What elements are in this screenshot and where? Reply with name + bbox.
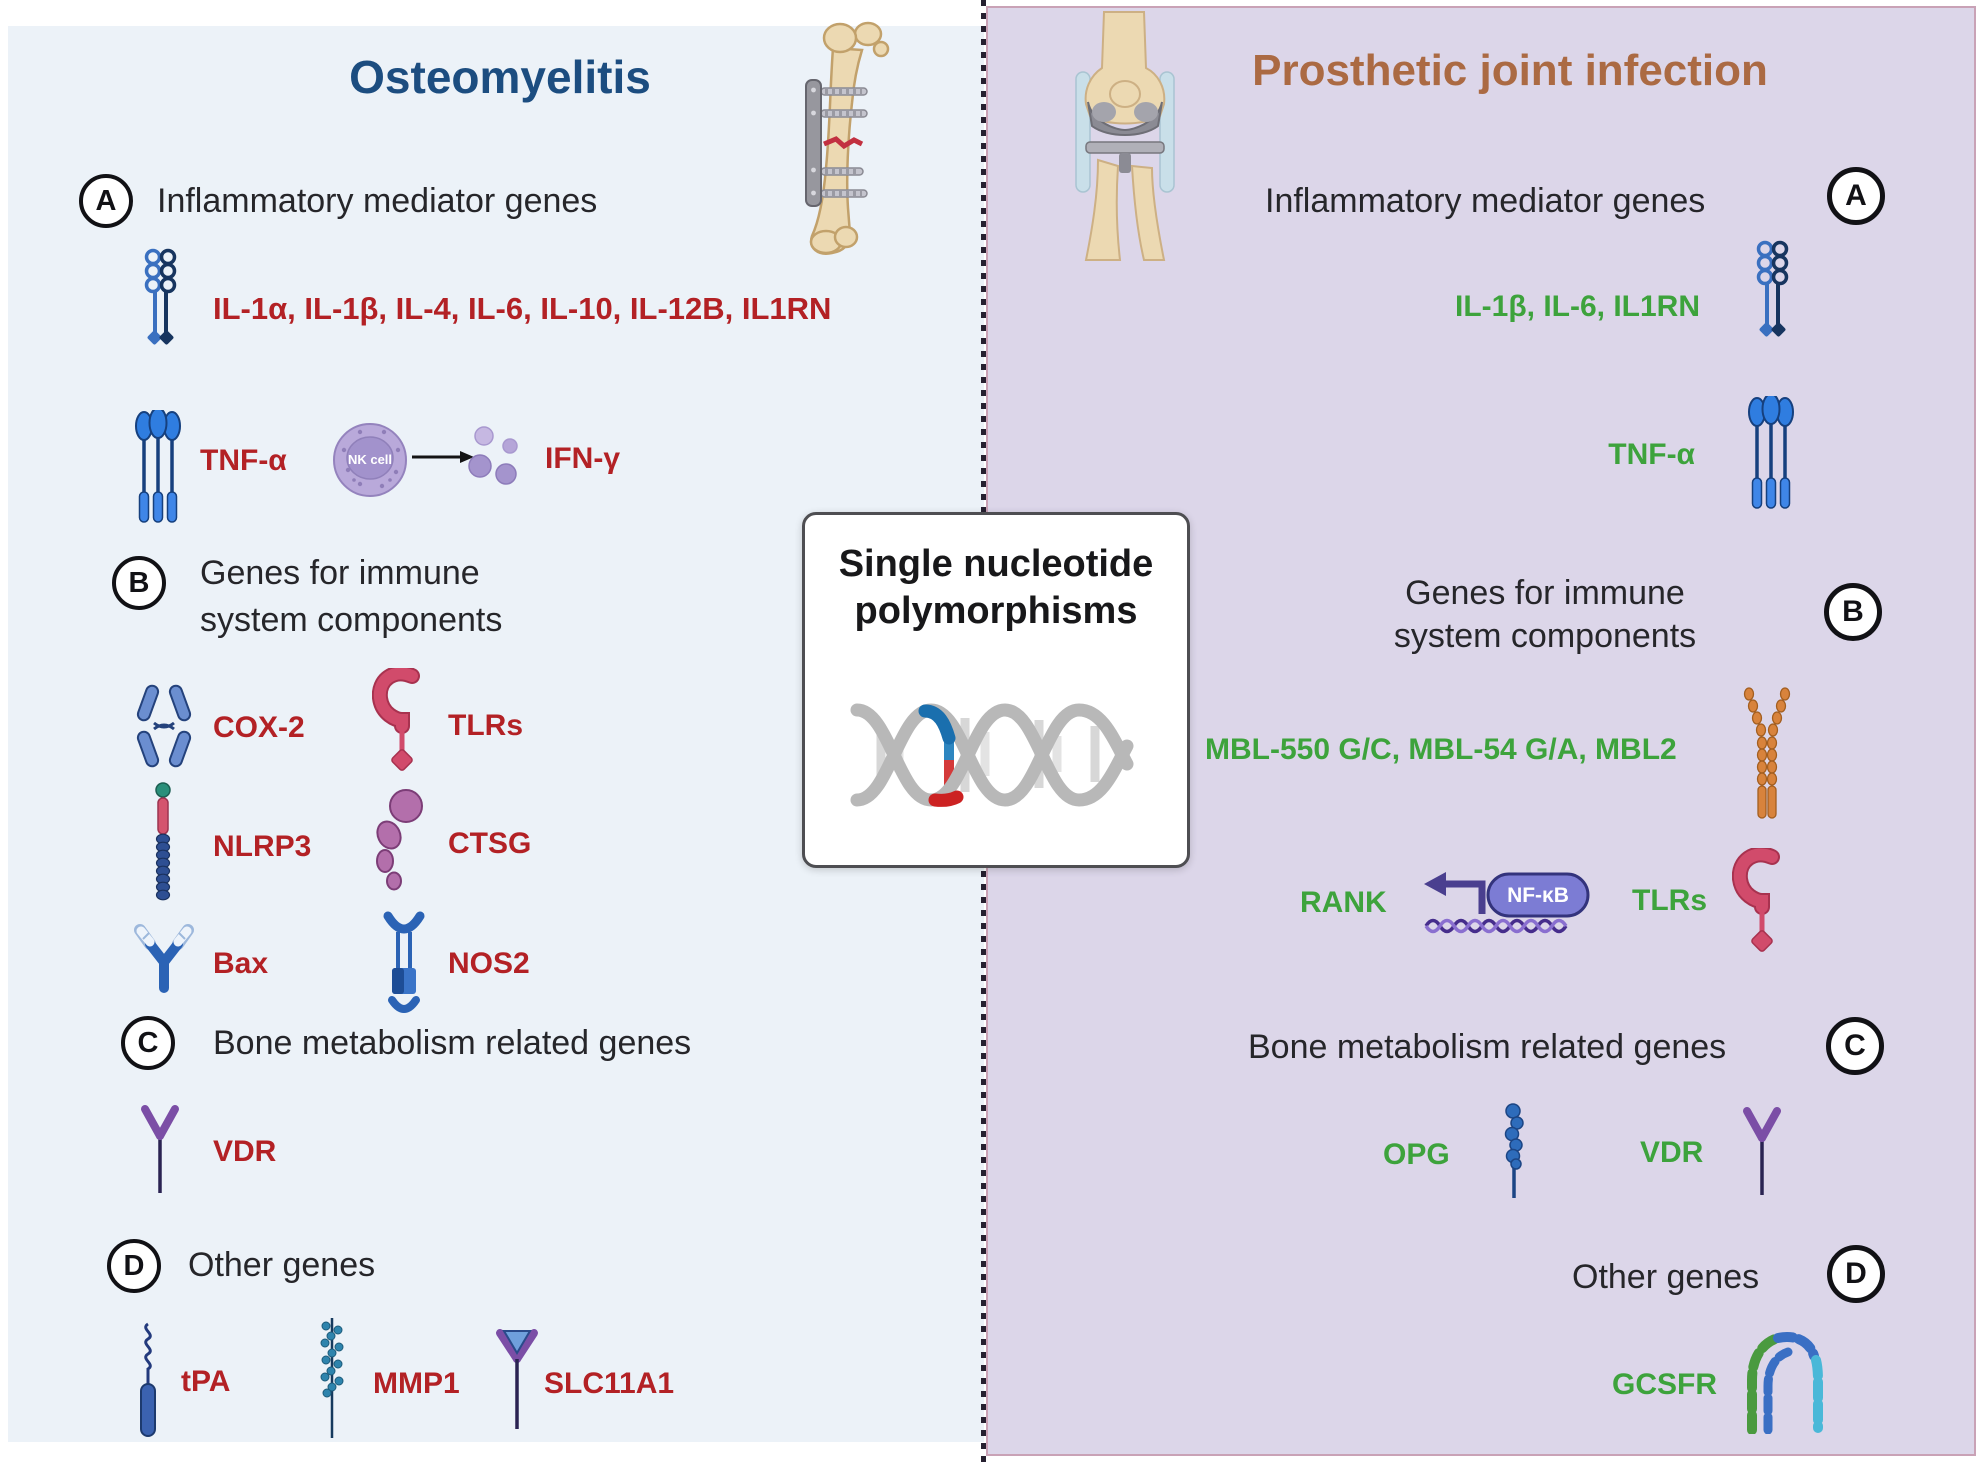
il-receptor-icon <box>1756 240 1789 337</box>
nfkb-promoter-icon: NF-κB <box>1424 872 1590 934</box>
tnf-receptor-icon <box>1748 396 1794 509</box>
left-slc11a1-label: SLC11A1 <box>544 1367 675 1400</box>
left-cox2-label: COX-2 <box>213 711 305 744</box>
section-c-right-label: Bone metabolism related genes <box>1248 1028 1727 1066</box>
gcsfr-receptor-icon <box>1747 1332 1823 1434</box>
snp-center-box: Single nucleotide polymorphisms <box>802 512 1190 868</box>
fractured-bone-plate-icon <box>805 21 890 255</box>
right-gcsfr-label: GCSFR <box>1612 1368 1717 1401</box>
right-mbl-genes: MBL-550 G/C, MBL-54 G/A, MBL2 <box>1205 733 1677 766</box>
section-a-left-badge: A <box>79 174 133 228</box>
right-panel-title: Prosthetic joint infection <box>1252 46 1768 95</box>
left-nlrp3-label: NLRP3 <box>213 830 312 863</box>
opg-protein-icon <box>1504 1103 1524 1198</box>
nfkb-label: NF-κB <box>1507 884 1569 907</box>
section-d-left-label: Other genes <box>188 1246 376 1284</box>
knee-prosthesis-icon <box>1075 11 1175 261</box>
nlrp3-inflammasome-icon <box>155 782 171 901</box>
dna-helix-snp-icon <box>850 703 1134 807</box>
left-ifn-label: IFN-γ <box>545 442 620 475</box>
mbl-protein-icon <box>1743 687 1791 819</box>
left-tlrs-label: TLRs <box>448 709 523 742</box>
slc11a1-transporter-icon <box>496 1329 538 1429</box>
nk-cell-label: NK cell <box>348 452 392 467</box>
left-panel-title: Osteomyelitis <box>349 51 651 103</box>
section-b-left-badge: B <box>112 556 166 610</box>
right-vdr-label: VDR <box>1640 1136 1704 1169</box>
left-tnf-label: TNF-α <box>200 444 287 477</box>
section-c-left-label: Bone metabolism related genes <box>213 1024 692 1062</box>
cox2-chromosome-icon <box>136 684 192 768</box>
snp-title: Single nucleotide polymorphisms <box>838 543 1154 632</box>
section-b-left-label: Genes for immune system components <box>200 554 503 639</box>
fracture-line <box>823 136 864 150</box>
secreted-cytokine-dots-icon <box>468 426 518 485</box>
section-c-right-badge: C <box>1826 1017 1884 1075</box>
tnf-receptor-icon <box>135 410 181 523</box>
right-opg-label: OPG <box>1383 1138 1450 1171</box>
left-nos2-label: NOS2 <box>448 947 530 980</box>
ctsg-protein-icon <box>376 789 423 891</box>
right-tnf-label: TNF-α <box>1608 438 1695 471</box>
right-interleukin-genes: IL-1β, IL-6, IL1RN <box>1455 290 1700 323</box>
section-a-right-label: Inflammatory mediator genes <box>1265 182 1706 220</box>
section-b-right-label: Genes for immune system components <box>1393 574 1697 655</box>
tlr-icon <box>372 668 420 771</box>
tpa-protein-icon <box>140 1322 156 1437</box>
section-d-right-label: Other genes <box>1572 1258 1760 1296</box>
arrow-icon <box>412 451 474 463</box>
section-a-left-label: Inflammatory mediator genes <box>157 182 598 220</box>
left-ctsg-label: CTSG <box>448 827 532 860</box>
vdr-receptor-icon <box>141 1105 179 1193</box>
il-receptor-icon <box>144 248 177 345</box>
section-d-right-badge: D <box>1827 1245 1885 1303</box>
section-a-right-badge: A <box>1827 167 1885 225</box>
vdr-receptor-icon <box>1743 1107 1781 1195</box>
nos2-enzyme-icon <box>383 911 425 1013</box>
tlr-icon <box>1732 848 1780 952</box>
left-interleukin-genes: IL-1α, IL-1β, IL-4, IL-6, IL-10, IL-12B,… <box>213 291 832 326</box>
section-d-left-badge: D <box>107 1239 161 1293</box>
left-vdr-label: VDR <box>213 1135 277 1168</box>
right-rank-label: RANK <box>1300 886 1387 919</box>
left-mmp1-label: MMP1 <box>373 1367 460 1400</box>
right-tlrs-label: TLRs <box>1632 884 1707 917</box>
section-b-right-badge: B <box>1824 583 1882 641</box>
section-c-left-badge: C <box>121 1016 175 1070</box>
left-tpa-label: tPA <box>181 1365 231 1398</box>
mmp1-protein-icon <box>320 1318 344 1438</box>
bax-antibody-icon <box>134 924 194 993</box>
nk-cell-icon: NK cell <box>333 423 407 497</box>
left-bax-label: Bax <box>213 947 269 980</box>
